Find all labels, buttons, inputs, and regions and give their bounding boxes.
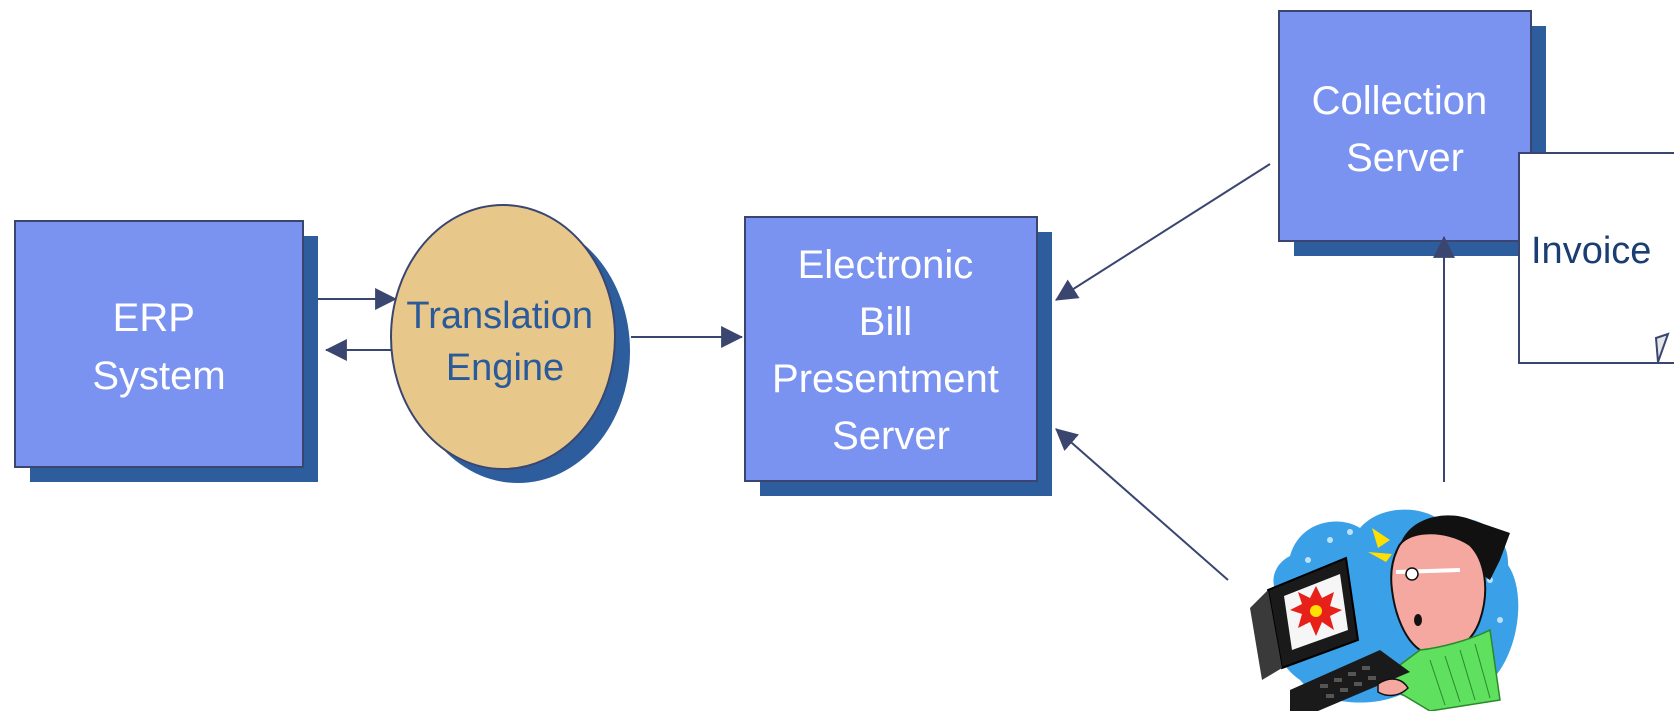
invoice-page-icon — [1518, 152, 1674, 364]
surprise-ray — [1372, 528, 1390, 548]
translation-engine-ellipse — [390, 204, 616, 470]
ebpp-server-label-line2: Bill — [859, 300, 912, 344]
computer-keyboard — [1290, 650, 1410, 711]
ebpp-server-label-line1: Electronic — [798, 243, 974, 287]
arrow-collection-to-ebpp — [1055, 163, 1271, 301]
glasses-frame — [1395, 568, 1461, 574]
collection-server-node: Collection Server — [1278, 10, 1546, 256]
ebpp-server-node: Electronic Bill Presentment Server — [744, 216, 1052, 496]
ebpp-server-label-line4: Server — [832, 414, 950, 458]
translation-engine-node: Translation Engine — [390, 204, 630, 483]
sweater-stripes — [1429, 643, 1491, 706]
surprise-ray — [1368, 552, 1392, 562]
collection-server-label-line1: Collection — [1312, 79, 1488, 123]
collection-server-box — [1278, 10, 1532, 242]
erp-system-node: ERP System — [14, 220, 318, 482]
invoice-document: Invoice — [1518, 152, 1674, 364]
svg-text:Collection Server: Collection Server — [1312, 79, 1499, 180]
erp-system-label-line2: System — [92, 354, 225, 398]
keyboard-keys — [1320, 666, 1376, 698]
erp-system-label-line1: ERP — [113, 296, 195, 340]
ebpp-server-label-line3: Presentment — [772, 357, 999, 401]
user-hand — [1377, 678, 1409, 697]
user-at-computer-icon — [1250, 509, 1519, 711]
translation-engine-label-line2: Engine — [446, 347, 564, 389]
svg-text:Translation Engine: Translation Engine — [406, 295, 603, 389]
ebpp-server-box — [744, 216, 1038, 482]
arrow-user-to-ebpp — [1055, 428, 1229, 581]
glasses-lens — [1405, 567, 1419, 581]
svg-text:ERP System: ERP System — [92, 296, 225, 398]
invoice-label: Invoice — [1531, 230, 1651, 272]
user-sweater — [1378, 628, 1501, 711]
svg-text:Electronic Bill Pr: Electronic Bill Presentment Server — [772, 243, 1010, 458]
computer-monitor-side — [1250, 590, 1282, 680]
screen-burst-center — [1310, 605, 1322, 617]
erp-system-box — [14, 220, 304, 468]
user-mouth — [1414, 614, 1422, 626]
collection-server-label-line2: Server — [1346, 136, 1464, 180]
translation-engine-label-line1: Translation — [406, 295, 593, 337]
invoice-page-curl-icon — [1654, 332, 1670, 363]
